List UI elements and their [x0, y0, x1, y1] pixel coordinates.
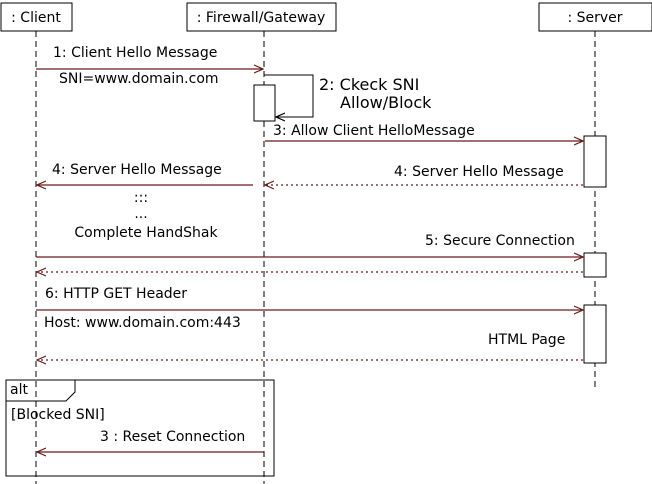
participant-gateway: : Firewall/Gateway [186, 2, 337, 32]
reset-connection-label: 3 : Reset Connection [100, 429, 245, 445]
message-5-label: 5: Secure Connection [425, 233, 575, 249]
message-2-self-arrow [264, 74, 314, 117]
message-3-label: 3: Allow Client HelloMessage [273, 123, 475, 139]
message-1-label: 1: Client Hello Message [53, 45, 217, 61]
participant-client-label: : Client [11, 10, 61, 26]
complete-handshake-label: Complete HandShak [74, 225, 218, 241]
activation-server-3 [583, 304, 607, 364]
ellipsis-dots: ... [134, 206, 147, 222]
participant-client: : Client [0, 2, 73, 32]
message-6-label: 6: HTTP GET Header [45, 286, 187, 302]
message-1-note: SNI=www.domain.com [59, 71, 219, 87]
message-6-host-label: Host: www.domain.com:443 [44, 315, 241, 331]
message-2-label-line1: 2: Ckeck SNI [319, 75, 419, 94]
alt-fragment: alt [Blocked SNI] 3 : Reset Connection [5, 379, 275, 477]
participant-server: : Server [538, 2, 652, 32]
message-4-server-label: 4: Server Hello Message [394, 164, 564, 180]
alt-operator-label: alt [10, 382, 28, 398]
message-2-label-line2: Allow/Block [340, 93, 432, 112]
activation-server-1 [583, 135, 607, 188]
activation-gateway [253, 84, 276, 122]
html-page-label: HTML Page [488, 332, 565, 348]
participant-server-label: : Server [567, 10, 622, 26]
activation-server-2 [583, 252, 607, 278]
alt-guard-label: [Blocked SNI] [11, 407, 105, 423]
message-4-gateway-label: 4: Server Hello Message [52, 162, 222, 178]
participant-gateway-label: : Firewall/Gateway [197, 10, 326, 26]
ellipsis-colons: ::: [134, 190, 148, 206]
